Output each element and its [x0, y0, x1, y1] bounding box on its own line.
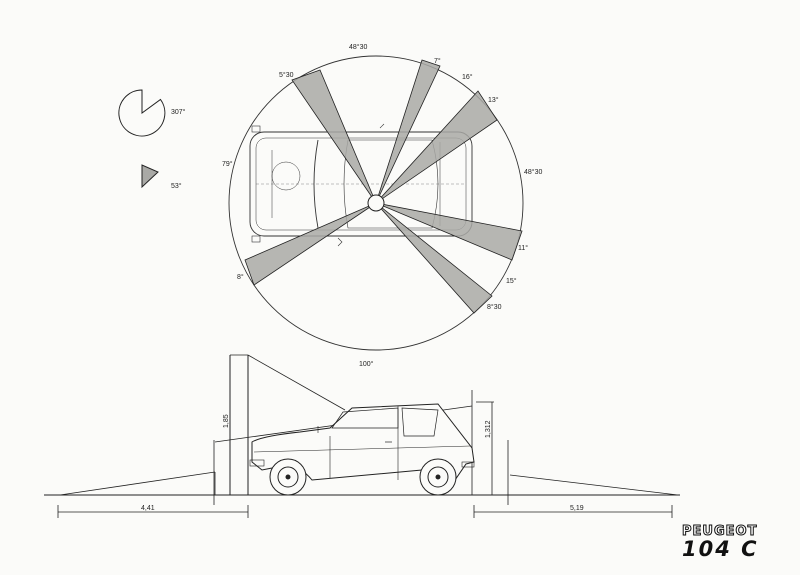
brand-model: 104 C	[682, 537, 759, 561]
label-right-low-b: 15°	[506, 277, 517, 285]
label-top-right-b: 13°	[488, 96, 499, 104]
sector-right	[375, 202, 523, 261]
brand-make: PEUGEOT	[682, 524, 758, 540]
legend: 307° 53°	[118, 89, 186, 190]
visibility-circle	[228, 55, 524, 351]
plan-view: 48°30 5°30 7° 16° 13° 79° 48°30 8° 11° 1…	[222, 43, 542, 368]
legend-visible-label: 53°	[171, 182, 182, 190]
legend-visible-sector	[141, 164, 159, 189]
side-view	[44, 354, 680, 518]
label-bottom-left: 8°	[237, 273, 244, 281]
visible-sectors	[244, 59, 523, 314]
label-bottom: 100°	[359, 360, 374, 368]
label-right: 48°30	[524, 168, 542, 176]
sector-top-right	[375, 90, 498, 204]
label-top-left: 5°30	[279, 71, 294, 79]
sector-bottom-right	[375, 202, 493, 314]
dim-eye-height: 1,85	[223, 414, 230, 428]
label-top-arc: 48°30	[349, 43, 367, 51]
label-top-right-a: 16°	[462, 73, 473, 81]
dim-roof-height: 1,312	[485, 420, 492, 438]
dim-rear-distance: 5,19	[570, 505, 584, 512]
legend-obstructed-pie	[118, 89, 166, 137]
driver-eye-point	[367, 194, 385, 212]
label-left: 79°	[222, 160, 233, 168]
label-right-low-a: 11°	[518, 244, 528, 252]
dim-front-distance: 4,41	[141, 505, 155, 512]
legend-obstructed-label: 307°	[171, 108, 186, 116]
sector-left	[244, 202, 377, 286]
label-bottom-right: 8°30	[487, 303, 502, 311]
sector-top-left	[291, 69, 377, 204]
sector-top-mid	[375, 59, 441, 204]
car-side-view	[249, 403, 475, 496]
label-top-mid: 7°	[434, 57, 441, 65]
